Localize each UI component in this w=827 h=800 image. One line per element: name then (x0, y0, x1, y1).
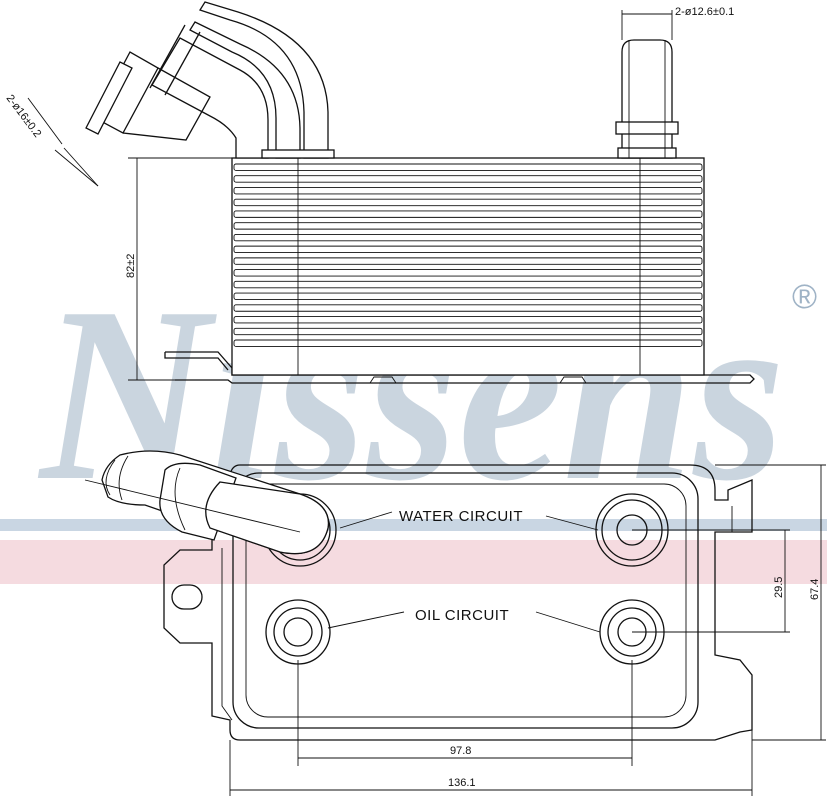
cooler-fins (233, 163, 703, 347)
cooler-fin (233, 304, 703, 312)
dim-right-port-diameter: 2-ø12.6±0.1 (621, 6, 734, 40)
cooler-fin (233, 198, 703, 207)
dim-height: 82±2 (125, 157, 232, 381)
cooler-fin (233, 175, 703, 183)
cooler-fin (233, 245, 703, 254)
oil-port-left (265, 599, 331, 665)
cooler-core-body (231, 157, 705, 376)
cooler-fin (233, 187, 703, 195)
dim-plate-width: 136.1 (229, 730, 753, 796)
cooler-fin (233, 280, 703, 289)
cooler-fin (233, 327, 703, 336)
bottom-pipe (84, 450, 330, 555)
right-straight-pipe (615, 39, 679, 159)
svg-text:2-ø16±0.2: 2-ø16±0.2 (4, 93, 44, 140)
top-view: 2-ø16±0.2 2-ø12.6±0.1 82±2 (4, 1, 755, 384)
cooler-fin (233, 163, 703, 171)
svg-text:97.8: 97.8 (450, 745, 471, 757)
bottom-view: WATER CIRCUIT OIL CIRCUIT 29.5 67.4 97.8 (84, 450, 826, 796)
cooler-fin (233, 269, 703, 277)
dim-left-port-diameter: 2-ø16±0.2 (4, 93, 99, 187)
cooler-fin (233, 233, 703, 242)
cooler-fin (233, 222, 703, 230)
dim-ports-horizontal: 97.8 (297, 660, 633, 766)
dim-ports-vertical: 29.5 (632, 529, 790, 633)
watermark-band-pink (0, 540, 827, 584)
cooler-fin (233, 292, 703, 300)
cooler-fin (233, 257, 703, 265)
cooler-fin (233, 210, 703, 218)
cooler-fin (233, 316, 703, 324)
dim-plate-height: 67.4 (715, 464, 826, 741)
svg-text:82±2: 82±2 (125, 254, 137, 278)
water-circuit-label: WATER CIRCUIT (399, 508, 523, 525)
svg-text:29.5: 29.5 (773, 577, 785, 598)
cooler-plate-inner (232, 472, 699, 729)
svg-text:2-ø12.6±0.1: 2-ø12.6±0.1 (675, 6, 734, 18)
svg-text:67.4: 67.4 (809, 579, 821, 600)
base-flange (165, 351, 755, 384)
cooler-fin (233, 339, 703, 347)
oil-circuit-label: OIL CIRCUIT (415, 607, 509, 624)
left-bent-pipe (85, 1, 335, 159)
watermark-registered-mark: ® (792, 278, 817, 316)
svg-text:136.1: 136.1 (448, 777, 476, 789)
